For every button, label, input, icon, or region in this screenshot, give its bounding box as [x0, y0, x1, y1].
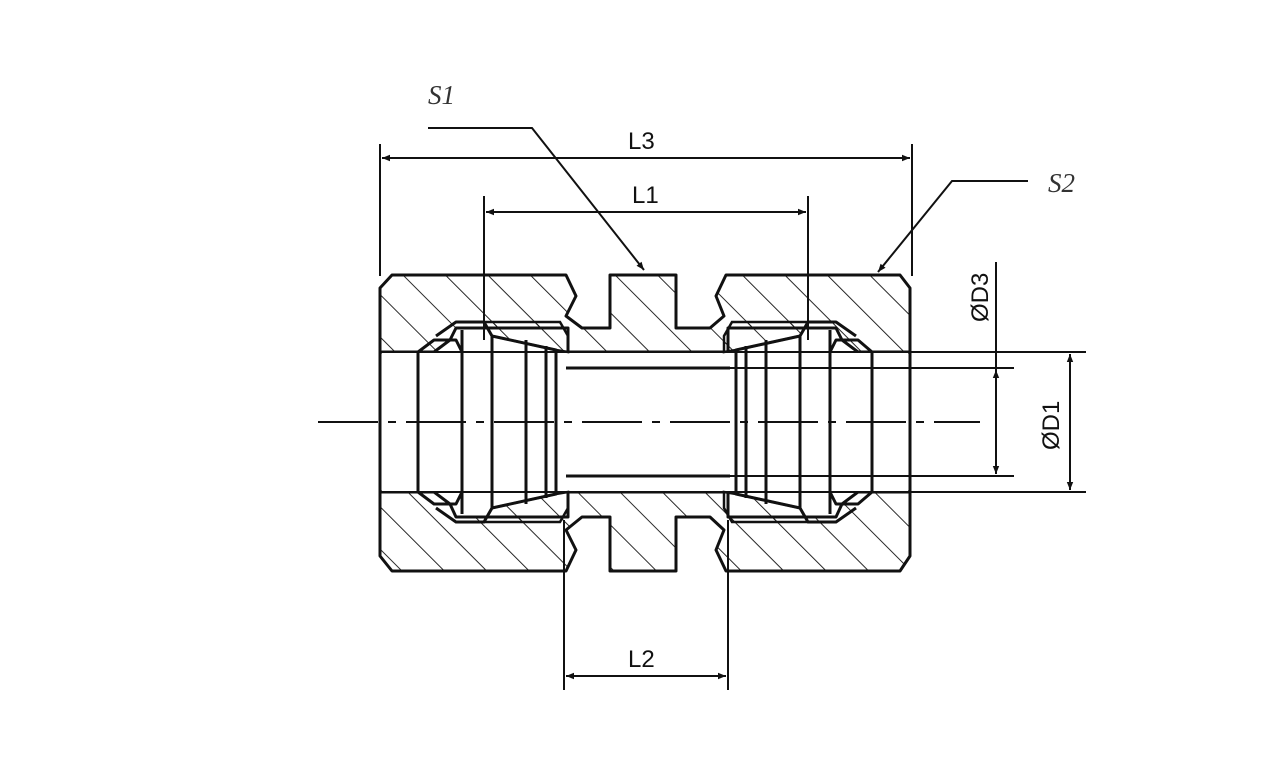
d3-label: ØD3: [967, 273, 994, 322]
left-ferrule-fill: [481, 320, 570, 524]
bore-cavities: [382, 352, 908, 492]
s1-label: S1: [428, 80, 455, 110]
s2-label: S2: [1048, 168, 1075, 198]
d1-label: ØD1: [1038, 401, 1065, 450]
l1-label: L1: [632, 182, 659, 209]
dimension-lines: [379, 127, 1086, 690]
l2-label: L2: [628, 646, 655, 673]
body-outline: [378, 288, 912, 556]
l3-label: L3: [628, 128, 655, 155]
